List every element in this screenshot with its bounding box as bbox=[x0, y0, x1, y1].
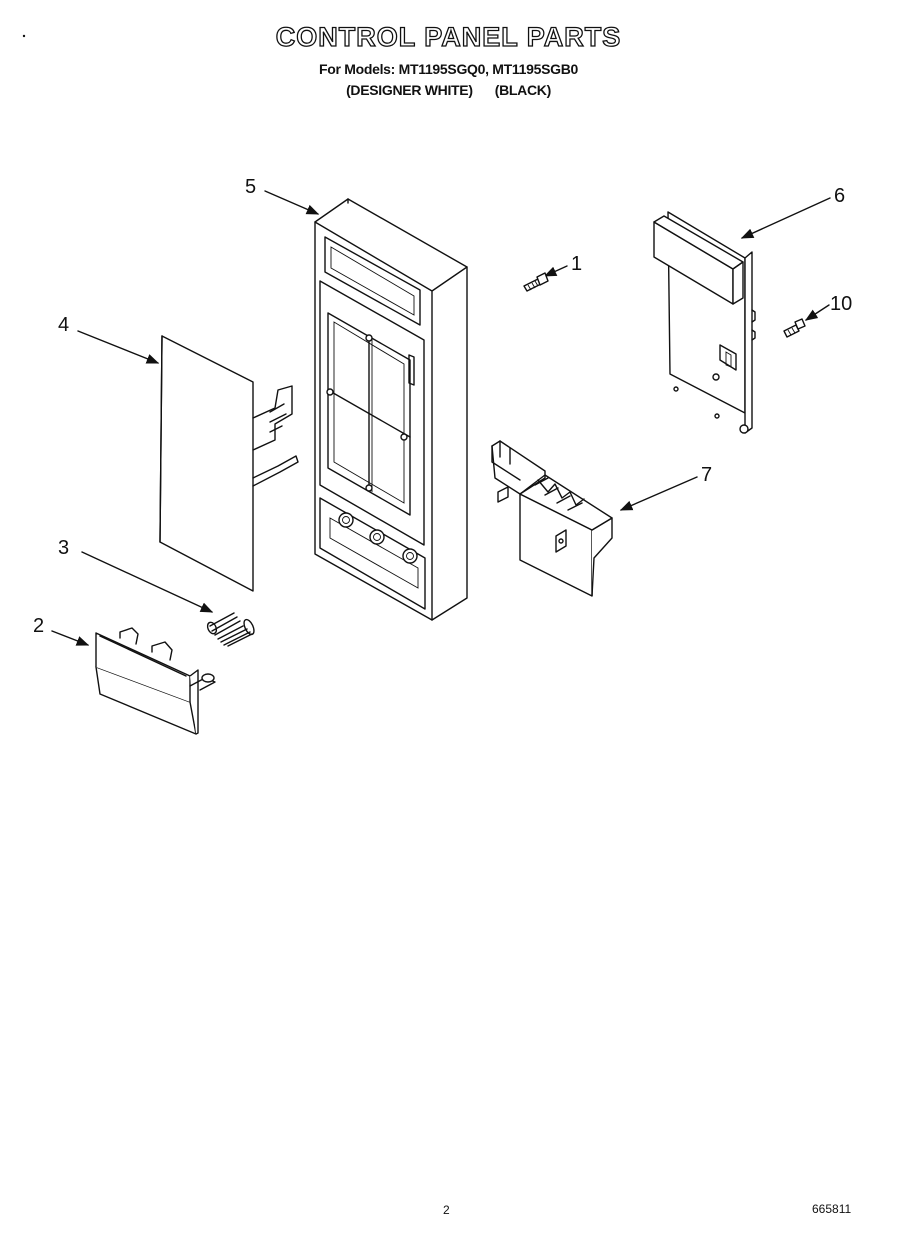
spring bbox=[206, 612, 255, 647]
variant-white: (DESIGNER WHITE) bbox=[346, 82, 473, 98]
callout-2: 2 bbox=[33, 615, 45, 637]
callout-6: 6 bbox=[834, 185, 846, 207]
document-number: 665811 bbox=[812, 1202, 852, 1216]
control-board bbox=[653, 211, 756, 434]
models-line: For Models: MT1195SGQ0, MT1195SGB0 bbox=[319, 61, 578, 77]
callout-5: 5 bbox=[245, 176, 257, 198]
screw-1 bbox=[523, 272, 549, 292]
leader-lines bbox=[51, 190, 831, 646]
control-panel-frame bbox=[314, 198, 468, 621]
callout-1: 1 bbox=[571, 253, 583, 275]
corner-mark bbox=[22, 34, 26, 38]
color-variants: (DESIGNER WHITE) (BLACK) bbox=[0, 82, 897, 98]
latch-bracket bbox=[491, 440, 613, 597]
page-title: CONTROL PANEL PARTS bbox=[275, 21, 622, 52]
screw-10 bbox=[783, 318, 806, 338]
callout-4: 4 bbox=[58, 314, 70, 336]
door-panel bbox=[159, 335, 299, 592]
callout-7: 7 bbox=[701, 464, 713, 486]
variant-black: (BLACK) bbox=[494, 82, 552, 98]
callout-3: 3 bbox=[58, 537, 70, 559]
page-number: 2 bbox=[443, 1203, 450, 1217]
door-release-button bbox=[95, 627, 216, 735]
callout-10: 10 bbox=[830, 293, 853, 315]
